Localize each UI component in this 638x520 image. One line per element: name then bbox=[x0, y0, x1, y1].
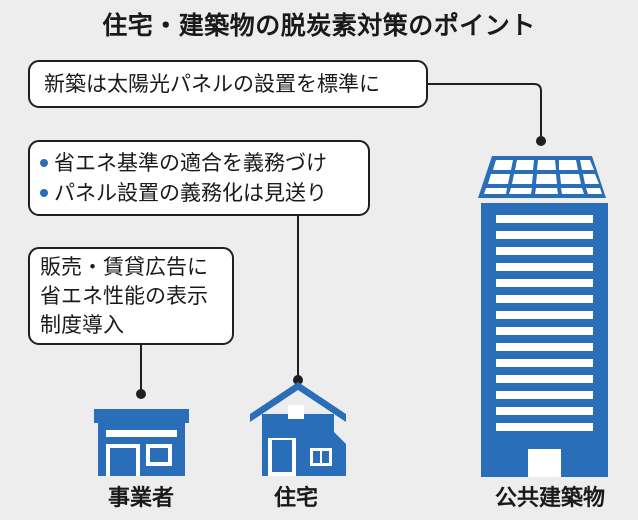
callout-new-build-text: 新築は太陽光パネルの設置を標準に bbox=[44, 72, 380, 96]
house-icon bbox=[250, 382, 346, 476]
callout-business-text-1: 販売・賃貸広告に bbox=[40, 255, 208, 279]
label-business-operator: 事業者 bbox=[107, 486, 174, 511]
connector-dot-public bbox=[536, 136, 546, 146]
building-door bbox=[528, 449, 561, 477]
callout-business-text-3: 制度導入 bbox=[40, 313, 124, 337]
label-housing: 住宅 bbox=[273, 486, 318, 511]
bullet-icon bbox=[40, 159, 48, 167]
label-public-building: 公共建築物 bbox=[494, 486, 605, 511]
callout-housing-line-1: 省エネ基準の適合を義務づけ bbox=[40, 148, 358, 178]
office-icon bbox=[94, 409, 189, 476]
callout-housing-text-1: 省エネ基準の適合を義務づけ bbox=[54, 151, 327, 175]
bullet-icon bbox=[40, 189, 48, 197]
callout-housing-text-2: パネル設置の義務化は見送り bbox=[54, 181, 327, 205]
callout-housing-line-2: パネル設置の義務化は見送り bbox=[40, 178, 358, 208]
callout-new-build: 新築は太陽光パネルの設置を標準に bbox=[28, 60, 428, 108]
public-building-icon bbox=[478, 156, 608, 477]
connector-dot-house bbox=[293, 375, 303, 385]
connector-new-build bbox=[428, 83, 542, 140]
callout-business: 販売・賃貸広告に 省エネ性能の表示 制度導入 bbox=[28, 247, 234, 345]
solar-panel-cells bbox=[484, 160, 602, 194]
building-windows bbox=[496, 215, 593, 431]
callout-housing: 省エネ基準の適合を義務づけ パネル設置の義務化は見送り bbox=[28, 140, 370, 216]
connector-dot-office bbox=[136, 389, 146, 399]
diagram-title: 住宅・建築物の脱炭素対策のポイント bbox=[102, 11, 536, 40]
callout-business-text-2: 省エネ性能の表示 bbox=[40, 284, 208, 308]
building-tower bbox=[481, 203, 608, 477]
